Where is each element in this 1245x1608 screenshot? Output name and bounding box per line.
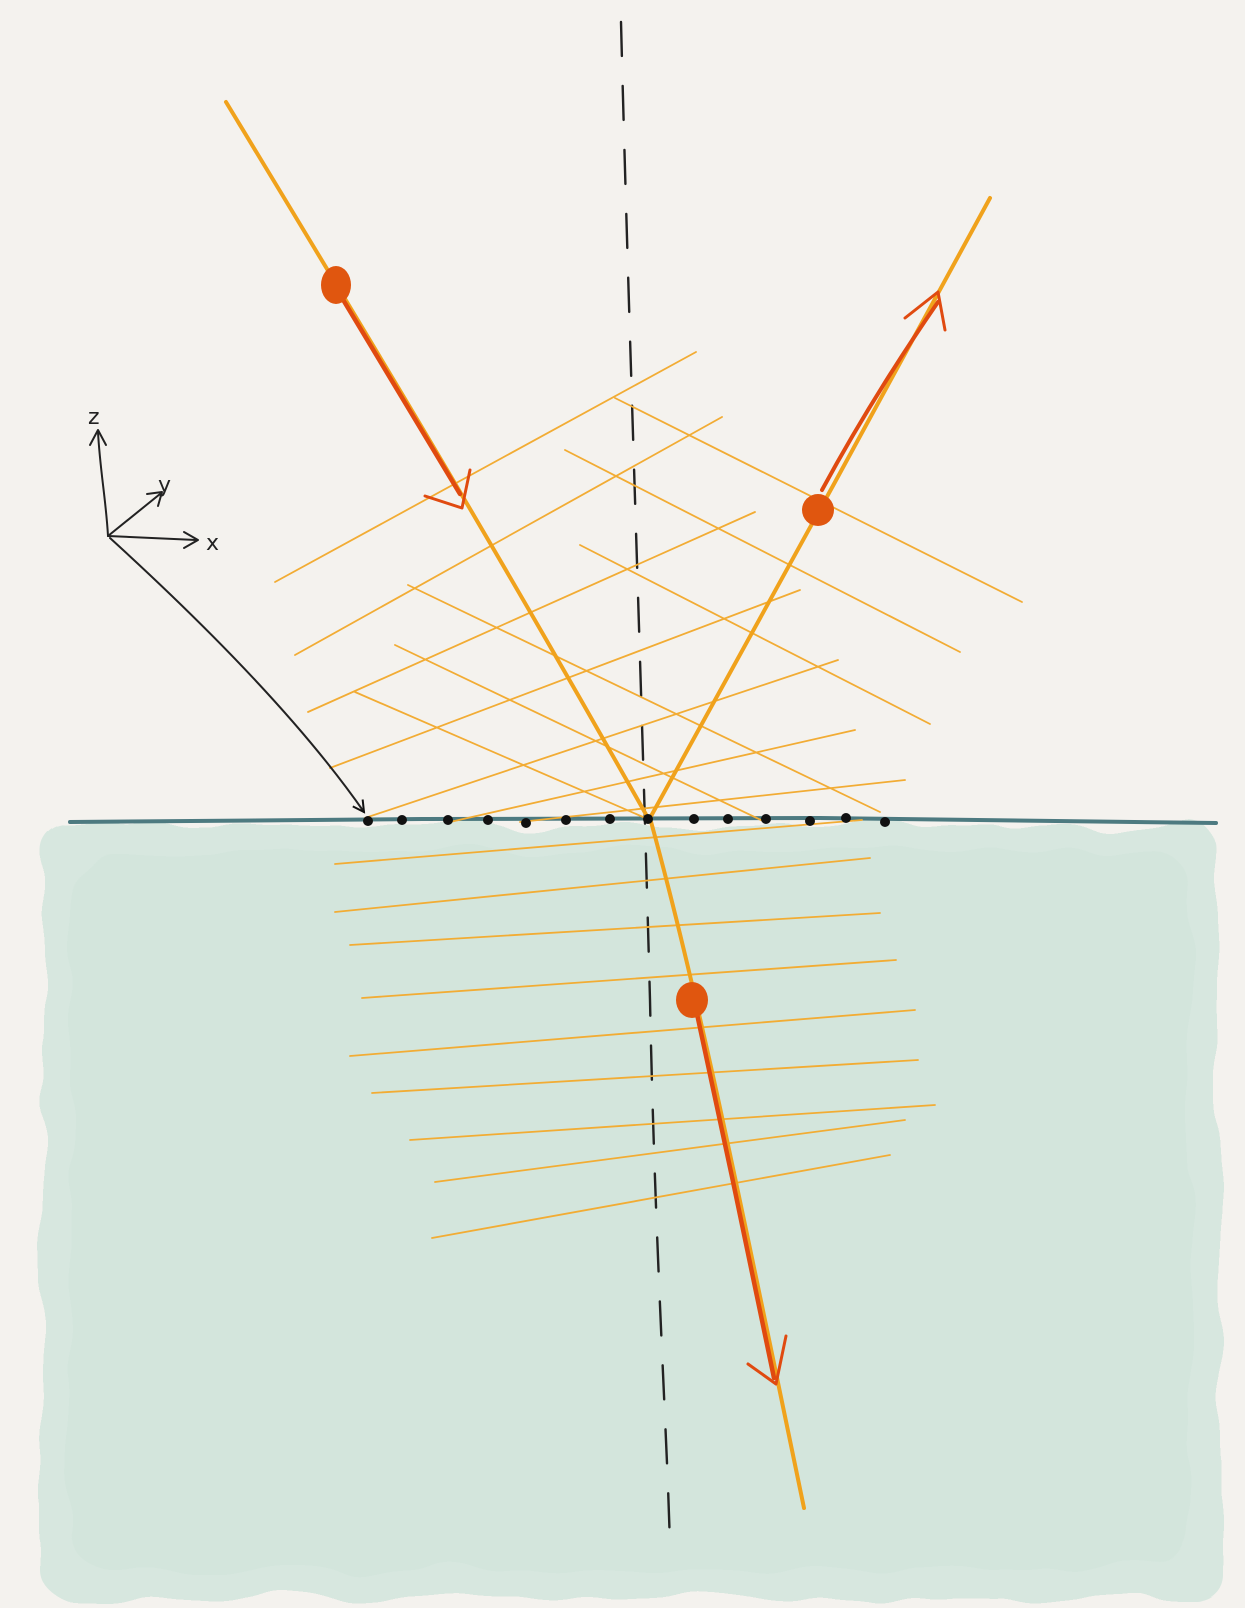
- reflected-particle-dot-icon: [802, 494, 834, 526]
- pointer-arrow: [109, 537, 364, 812]
- x-axis: [107, 535, 197, 541]
- interface-dots: [363, 813, 890, 828]
- surface-normal: [619, 20, 672, 1552]
- transmitted-arrowhead-icon: [746, 1334, 788, 1386]
- incident-arrowhead-icon: [423, 468, 472, 510]
- transmitted-ray: [648, 816, 806, 1510]
- transmitted-particle-dot-icon: [676, 982, 708, 1018]
- reflected-wavefronts: [354, 397, 1023, 823]
- interface-line: [68, 815, 1218, 825]
- reflected-ray: [648, 196, 992, 820]
- y-axis-label: y: [158, 473, 171, 498]
- incident-wavefronts: [274, 351, 906, 823]
- lower-medium: [42, 826, 1220, 1598]
- incident-ray: [224, 100, 650, 820]
- z-axis-label: z: [88, 405, 100, 430]
- y-axis: [107, 493, 161, 537]
- coordinate-axes-icon: [89, 429, 364, 812]
- reflected-arrowhead-icon: [903, 290, 947, 332]
- x-axis-label: x: [206, 531, 219, 556]
- z-axis: [97, 431, 109, 537]
- incident-particle-dot-icon: [321, 266, 351, 304]
- transmitted-wavefronts: [334, 819, 936, 1239]
